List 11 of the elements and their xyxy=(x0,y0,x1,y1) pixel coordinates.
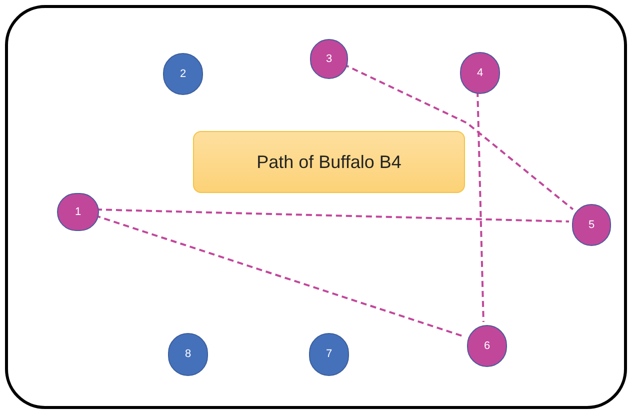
frame-box xyxy=(5,5,627,409)
node-label: Path of Buffalo B4 xyxy=(256,150,402,174)
node-label: 5 xyxy=(588,218,595,233)
node-label: 1 xyxy=(74,204,82,220)
node-label: 3 xyxy=(326,52,332,67)
title-box xyxy=(193,131,465,193)
node-label: 8 xyxy=(184,347,192,362)
node-label: 6 xyxy=(484,338,490,354)
node-label: 2 xyxy=(180,66,186,82)
node-label: 4 xyxy=(476,66,484,81)
node-label: 7 xyxy=(326,347,332,362)
